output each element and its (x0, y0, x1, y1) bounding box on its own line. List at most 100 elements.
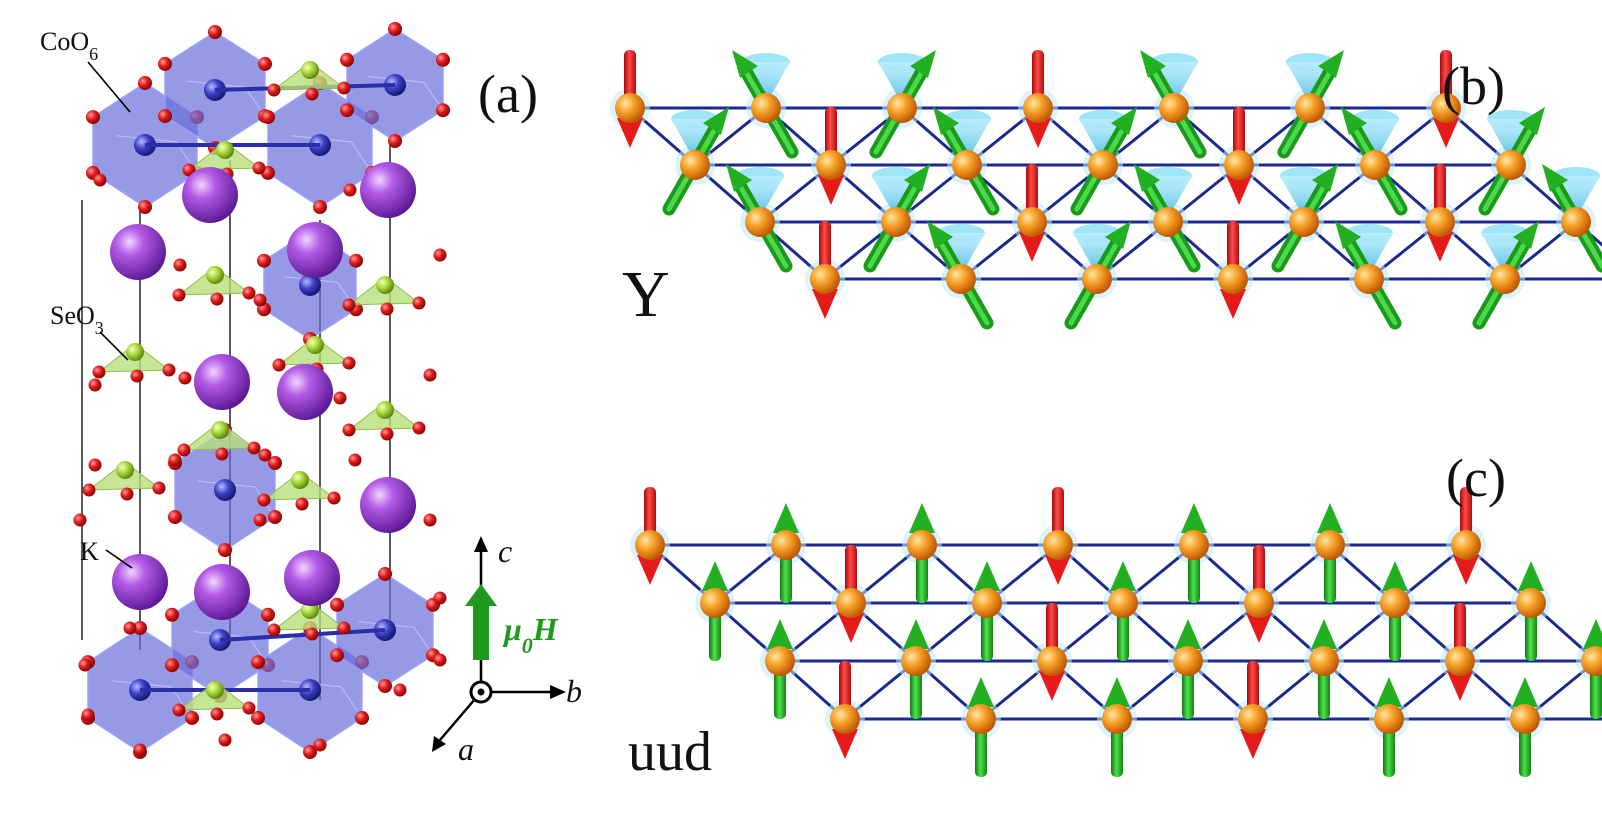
cobalt-site (700, 588, 730, 618)
selenium-atom (376, 401, 394, 419)
lattice-site (766, 503, 806, 603)
oxygen-atom (182, 163, 196, 177)
selenium-atom (291, 471, 309, 489)
lattice-site (831, 545, 871, 643)
oxygen-atom (218, 733, 232, 747)
oxygen-atom (158, 109, 172, 124)
cobalt-site (1315, 530, 1345, 560)
cobalt-site (972, 588, 1002, 618)
panel-c-uud-phase-lattice (630, 487, 1602, 777)
selenium-atom (301, 61, 319, 79)
selenium-atom (211, 421, 229, 439)
cobalt-site (1425, 207, 1455, 237)
oxygen-atom (267, 83, 281, 97)
coo6-label: CoO6 (40, 27, 131, 113)
oxygen-atom (433, 248, 447, 262)
cobalt-site (745, 207, 775, 237)
cobalt-site (816, 150, 846, 180)
cobalt-site (1496, 150, 1526, 180)
oxygen-atom (380, 302, 394, 316)
selenium-atom (376, 276, 394, 294)
oxygen-atom (93, 173, 107, 187)
a-axis-arrowhead (432, 736, 446, 752)
lattice-site (1440, 603, 1480, 701)
oxygen-atom (120, 487, 134, 501)
oxygen-atom (215, 447, 229, 461)
lattice-site (902, 503, 942, 603)
oxygen-atom (247, 441, 261, 455)
axes-triad: c b a (432, 533, 582, 767)
oxygen-atom (305, 87, 319, 101)
lattice-site (1335, 221, 1395, 323)
lattice-site (1239, 545, 1279, 643)
oxygen-atom (303, 745, 317, 759)
lattice-site (1479, 221, 1539, 323)
field-arrow-head (465, 584, 497, 606)
oxygen-atom (251, 710, 265, 725)
lattice-site (1038, 487, 1078, 585)
co-chain-bond (219, 628, 386, 642)
oxygen-atom (330, 648, 344, 663)
cobalt-site (1510, 704, 1540, 734)
cobalt-site (1561, 207, 1591, 237)
selenium-atom (126, 343, 144, 361)
oxygen-atom (433, 591, 447, 605)
oxygen-atom (253, 293, 267, 307)
cobalt-site (1224, 150, 1254, 180)
cobalt-site (1354, 264, 1384, 294)
oxygen-atom (162, 363, 176, 377)
c-axis-arrowhead (474, 536, 488, 552)
cobalt-site (1238, 704, 1268, 734)
oxygen-atom (388, 22, 402, 36)
oxygen-atom (295, 497, 309, 511)
uud-phase-label: uud (628, 721, 712, 783)
lattice-site (1174, 503, 1214, 603)
lattice-site (1485, 107, 1545, 209)
cobalt-site (771, 530, 801, 560)
oxygen-atom (340, 103, 354, 118)
lattice-site (732, 50, 792, 152)
cobalt-site (765, 646, 795, 676)
oxygen-atom (436, 52, 450, 67)
potassium-atom (360, 477, 416, 533)
oxygen-atom (138, 200, 152, 214)
lattice-site (669, 107, 729, 209)
oxygen-atom (138, 76, 152, 90)
lattice-site (927, 221, 987, 323)
lattice-site (1134, 164, 1194, 266)
lattice-site (1576, 619, 1602, 719)
cobalt-site (887, 93, 917, 123)
lattice-site (933, 107, 993, 209)
lattice-site (1284, 50, 1344, 152)
oxygen-atom (355, 710, 369, 725)
cobalt-site (952, 150, 982, 180)
oxygen-atom (92, 365, 106, 379)
lattice-site (610, 50, 650, 148)
cobalt-atom (299, 274, 321, 296)
cobalt-site (1360, 150, 1390, 180)
oxygen-atom (172, 703, 186, 717)
oxygen-atom (349, 253, 363, 268)
field-arrow: μ0H (465, 584, 559, 660)
lattice-site (1071, 221, 1131, 323)
oxygen-atom (268, 510, 282, 524)
seo3-leader-line (99, 331, 129, 361)
cobalt-site (830, 704, 860, 734)
oxygen-atom (168, 453, 182, 467)
lattice-site (1077, 107, 1137, 209)
oxygen-atom (177, 443, 191, 457)
b-axis-label: b (566, 673, 582, 709)
selenium-atom (206, 266, 224, 284)
panel-c-label: (c) (1446, 448, 1506, 508)
cobalt-site (810, 264, 840, 294)
cobalt-site (1451, 530, 1481, 560)
oxygen-atom (152, 481, 166, 495)
panel-b-y-phase-lattice (610, 50, 1602, 323)
cobalt-site (751, 93, 781, 123)
cobalt-site (635, 530, 665, 560)
lattice-site (726, 164, 786, 266)
oxygen-atom (253, 513, 267, 527)
lattice-site (760, 619, 800, 719)
potassium-atom (287, 222, 343, 278)
